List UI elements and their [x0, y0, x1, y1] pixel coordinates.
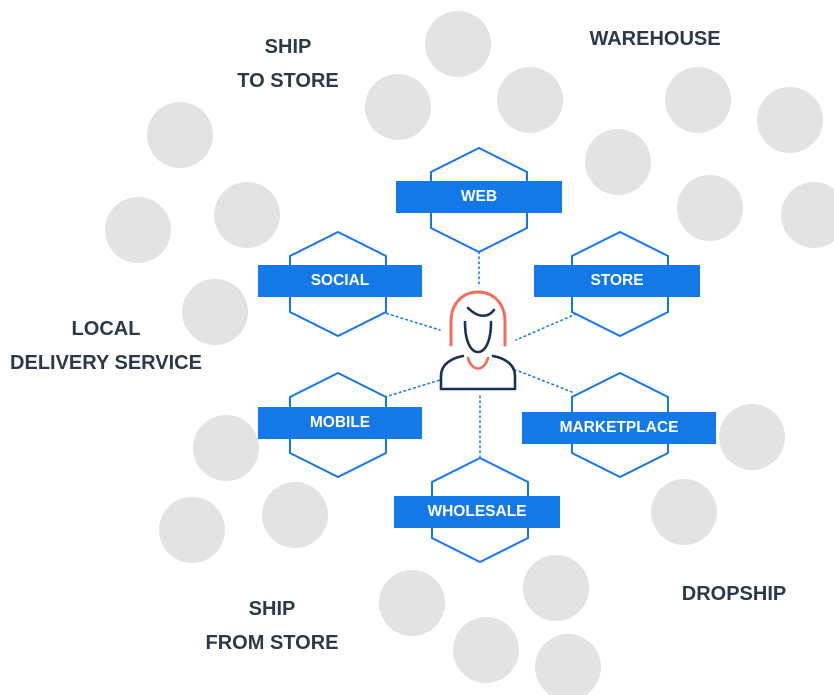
label-warehouse: WAREHOUSE — [570, 22, 740, 56]
bg-circle — [105, 197, 171, 263]
connector-social — [381, 311, 441, 331]
connector-mobile — [384, 379, 441, 398]
bg-circle — [193, 415, 259, 481]
label-line: LOCAL — [71, 318, 141, 340]
bg-circle — [182, 279, 248, 345]
bg-circle — [523, 555, 589, 621]
bg-circle — [214, 182, 280, 248]
channel-tag-mobile: MOBILE — [258, 407, 422, 439]
bg-circle — [757, 87, 823, 153]
avatar-hair-outline — [449, 290, 507, 347]
label-line: SHIP — [264, 36, 312, 58]
bg-circle — [665, 67, 731, 133]
bg-circle — [781, 182, 834, 248]
avatar-shoulders — [439, 354, 517, 391]
background-circles — [105, 11, 834, 695]
label-ship-from-store: SHIP FROM STORE — [192, 592, 352, 660]
label-line: DELIVERY SERVICE — [10, 352, 202, 374]
bg-circle — [425, 11, 491, 77]
connector-store — [515, 313, 577, 341]
channel-tag-wholesale: WHOLESALE — [394, 496, 560, 528]
channel-tag-social: SOCIAL — [258, 265, 422, 297]
avatar-neck-accent — [466, 356, 490, 370]
customer-avatar-icon — [439, 290, 517, 391]
label-ship-to-store: SHIP TO STORE — [218, 30, 358, 98]
bg-circle — [651, 479, 717, 545]
label-line: FROM STORE — [205, 632, 339, 654]
bg-circle — [262, 482, 328, 548]
connector-marketplace — [515, 369, 573, 393]
label-line: DROPSHIP — [681, 583, 787, 605]
bg-circle — [497, 67, 563, 133]
bg-circle — [365, 74, 431, 140]
label-local-delivery-service: LOCAL DELIVERY SERVICE — [0, 312, 212, 380]
label-line: TO STORE — [237, 70, 339, 92]
label-line: WAREHOUSE — [589, 28, 721, 50]
avatar-hair-lock — [466, 306, 496, 318]
bg-circle — [159, 497, 225, 563]
channel-tag-marketplace: MARKETPLACE — [522, 412, 716, 444]
bg-circle — [453, 617, 519, 683]
label-dropship: DROPSHIP — [664, 577, 804, 611]
channel-tag-store: STORE — [534, 265, 700, 297]
bg-circle — [147, 102, 213, 168]
bg-circle — [719, 404, 785, 470]
bg-circle — [677, 175, 743, 241]
connectors — [381, 251, 577, 459]
channel-tag-web: WEB — [396, 181, 562, 213]
bg-circle — [379, 570, 445, 636]
bg-circle — [585, 129, 651, 195]
bg-circle — [535, 634, 601, 695]
label-line: SHIP — [248, 598, 296, 620]
avatar-face — [463, 320, 493, 354]
